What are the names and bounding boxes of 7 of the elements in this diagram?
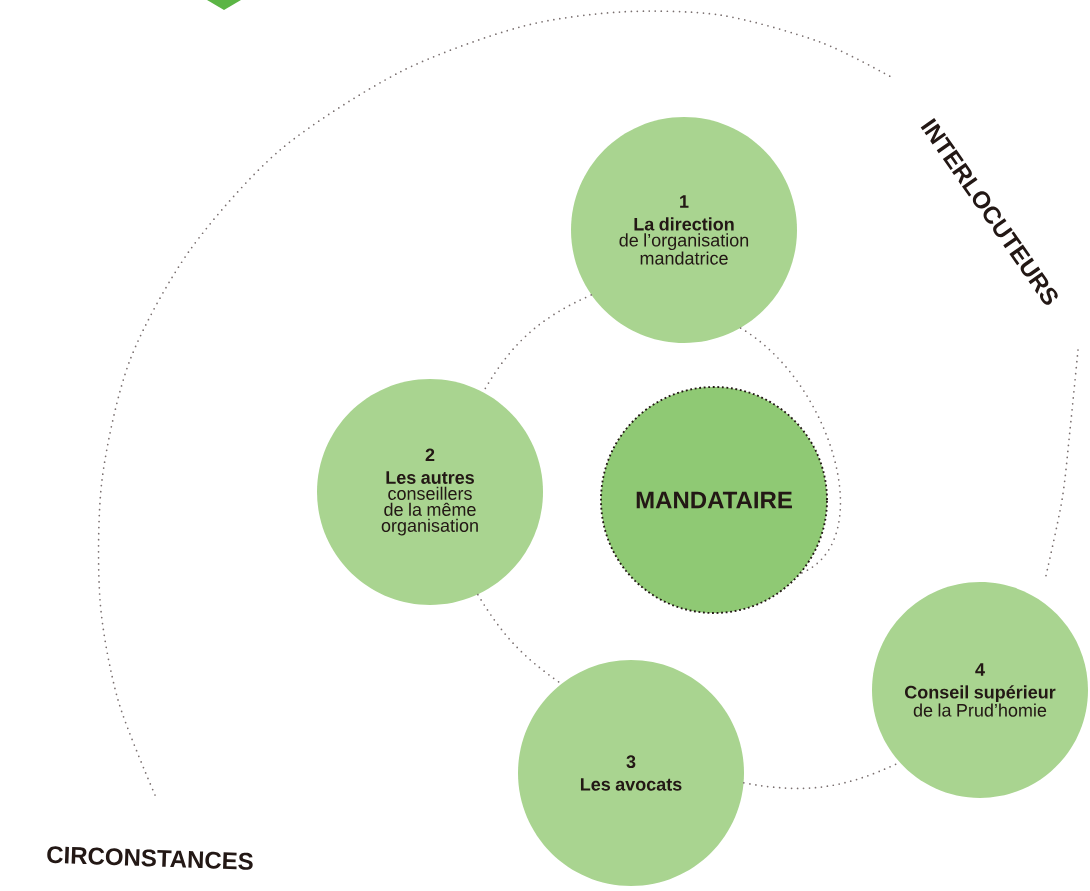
circle-node: 3 Les avocats [518,660,744,886]
connector-line [739,327,842,575]
circle-node: 2 Les autres conseillers de la même organisation [317,379,543,605]
curved-label: CIRCONSTANCES [47,846,253,870]
circle-node: 4 Conseil supérieur de la Prud’homie [872,582,1088,798]
circle-node: 1 La direction de l’organisation mandatrice [571,117,797,343]
circle-node: MANDATAIRE [600,386,828,614]
